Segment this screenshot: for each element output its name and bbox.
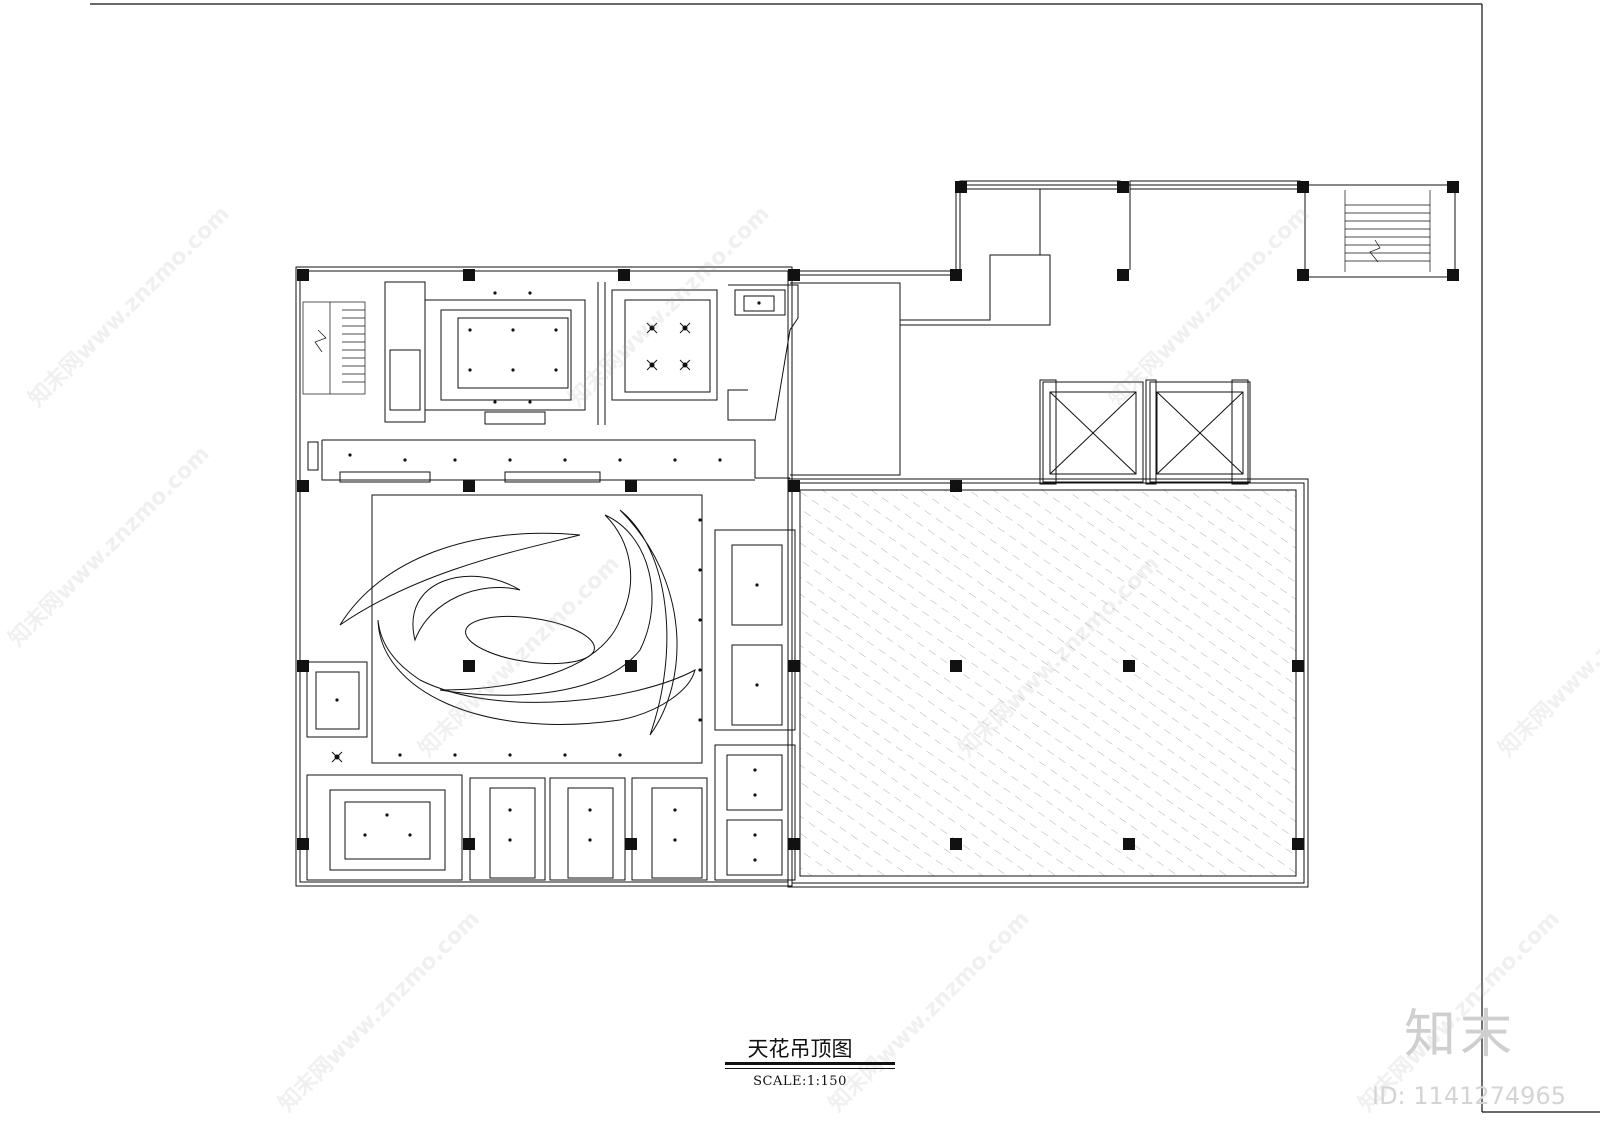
brand-logo-text: 知末 xyxy=(1404,1005,1517,1065)
swirl-ceiling-feature xyxy=(339,509,696,736)
hall-outline xyxy=(791,482,1305,884)
stair-left xyxy=(302,301,366,395)
structural-columns xyxy=(297,181,1459,850)
lobby-ceiling xyxy=(371,494,703,764)
drawing-scale: SCALE:1:150 xyxy=(753,1074,847,1089)
room-top-1 xyxy=(424,299,586,411)
room-bottom-1 xyxy=(306,774,463,881)
title-underline-thin xyxy=(725,1068,895,1069)
title-underline xyxy=(725,1062,895,1065)
stair-top-right xyxy=(1304,184,1456,278)
drawing-title: 天花吊顶图 xyxy=(747,1037,853,1061)
ceiling-light-points xyxy=(335,291,761,862)
ceiling-fan-fixtures xyxy=(331,322,691,763)
hatched-hall xyxy=(799,489,1297,877)
sheet-border xyxy=(90,3,1600,1113)
room-top-2 xyxy=(611,289,718,401)
drawing-id: ID: 1141274965 xyxy=(1372,1082,1566,1110)
elevator-shafts xyxy=(1039,379,1251,485)
